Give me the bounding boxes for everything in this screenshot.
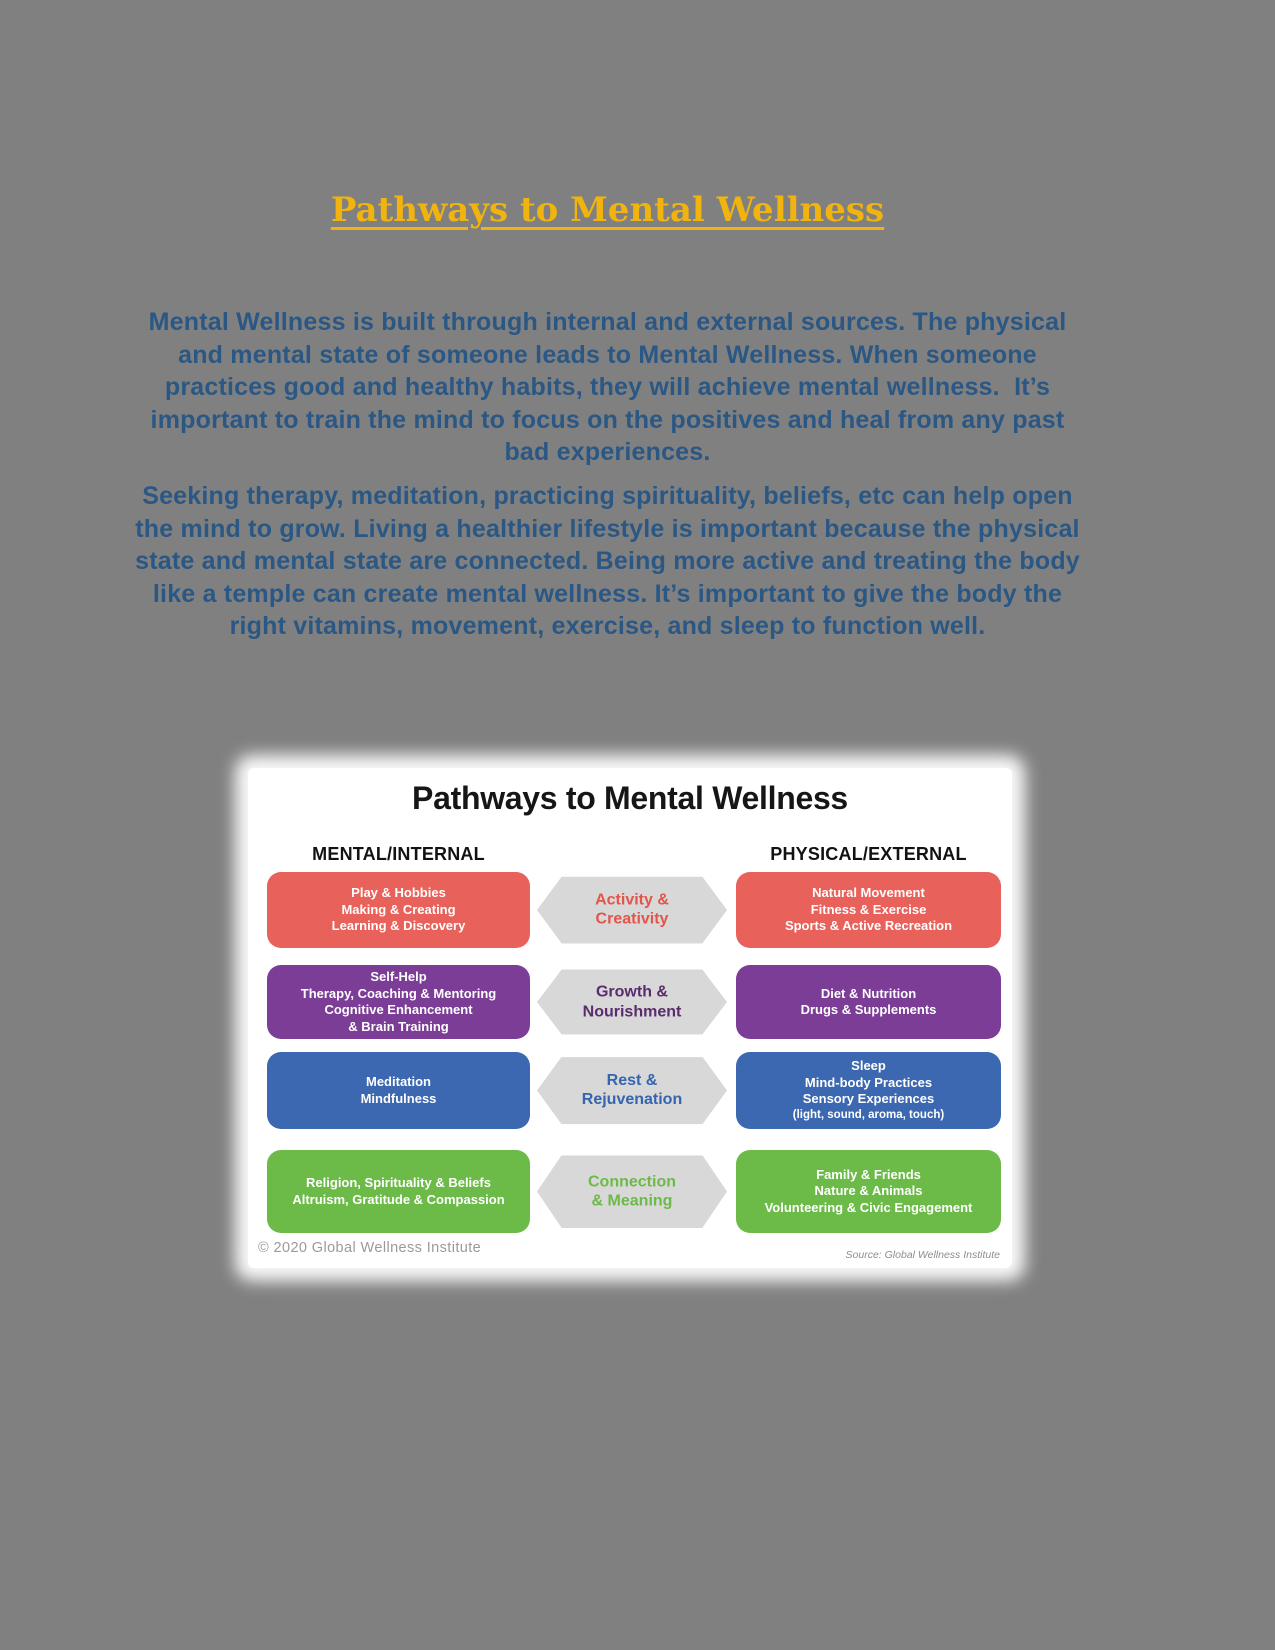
mental-box-religion-spirituality: Religion, Spirituality & Beliefs Altruis… xyxy=(267,1150,530,1233)
box-line: Making & Creating xyxy=(341,901,456,917)
box-line: Sleep xyxy=(851,1058,886,1074)
hexagon-connection-meaning: Connection & Meaning xyxy=(537,1154,727,1229)
hexagon-line: Rejuvenation xyxy=(581,1091,683,1109)
row-connection-meaning: Religion, Spirituality & Beliefs Altruis… xyxy=(267,1150,1001,1233)
hexagon-line: Rest & xyxy=(606,1072,658,1089)
intro-paragraph: Mental Wellness is built through interna… xyxy=(148,308,1074,466)
mental-box-meditation: Meditation Mindfulness xyxy=(267,1052,530,1129)
hexagon-line: Activity & xyxy=(595,891,669,909)
box-line: Natural Movement xyxy=(812,885,925,901)
row-activity-creativity: Play & Hobbies Making & Creating Learnin… xyxy=(267,872,1001,948)
box-line: Altruism, Gratitude & Compassion xyxy=(292,1191,505,1207)
box-line: Play & Hobbies xyxy=(351,885,446,901)
box-line: Diet & Nutrition xyxy=(820,985,917,1001)
box-line: Mindfulness xyxy=(360,1090,437,1106)
hexagon-label: Growth & Nourishment xyxy=(583,982,682,1021)
row-rest-rejuvenation: Meditation Mindfulness Rest & Rejuvenati… xyxy=(267,1052,1001,1129)
hexagon-line: & Meaning xyxy=(591,1192,673,1210)
box-line: Family & Friends xyxy=(816,1166,921,1182)
pathways-infographic-image: Pathways to Mental Wellness MENTAL/INTER… xyxy=(248,768,1012,1268)
box-line: Religion, Spirituality & Beliefs xyxy=(306,1175,491,1190)
box-line: Drugs & Supplements xyxy=(800,1002,937,1017)
box-line: Volunteering & Civic Engagement xyxy=(764,1199,973,1215)
physical-box-family-friends: Family & Friends Nature & Animals Volunt… xyxy=(736,1150,1001,1233)
hexagon-line: Creativity xyxy=(595,911,669,928)
box-line: Nature & Animals xyxy=(814,1183,923,1199)
column-header-physical-external: PHYSICAL/EXTERNAL xyxy=(770,844,967,864)
mental-box-self-help: Self-Help Therapy, Coaching & Mentoring … xyxy=(267,965,530,1039)
box-line: Therapy, Coaching & Mentoring xyxy=(300,985,497,1001)
mental-box-play-hobbies: Play & Hobbies Making & Creating Learnin… xyxy=(267,872,530,948)
box-line: Fitness & Exercise xyxy=(810,901,927,917)
column-header-mental-internal: MENTAL/INTERNAL xyxy=(312,844,485,864)
hexagon-growth-nourishment: Growth & Nourishment xyxy=(537,969,727,1035)
box-line: Self-Help xyxy=(370,969,427,984)
box-line: Cognitive Enhancement xyxy=(324,1002,473,1017)
hexagon-line: Nourishment xyxy=(582,1002,682,1020)
hexagon-label: Activity & Creativity xyxy=(595,891,669,930)
box-line: Sensory Experiences xyxy=(802,1091,935,1107)
physical-box-natural-movement: Natural Movement Fitness & Exercise Spor… xyxy=(736,872,1001,948)
hexagon-activity-creativity: Activity & Creativity xyxy=(537,876,727,944)
physical-box-diet-nutrition: Diet & Nutrition Drugs & Supplements xyxy=(736,965,1001,1039)
infographic-title: Pathways to Mental Wellness xyxy=(412,780,848,816)
physical-box-sleep: Sleep Mind-body Practices Sensory Experi… xyxy=(736,1052,1001,1129)
hexagon-label: Connection & Meaning xyxy=(588,1172,676,1211)
box-line: (light, sound, aroma, touch) xyxy=(792,1108,945,1121)
hexagon-rest-rejuvenation: Rest & Rejuvenation xyxy=(537,1056,727,1125)
box-line: Sports & Active Recreation xyxy=(784,918,953,934)
source-attribution-text: Source: Global Wellness Institute xyxy=(845,1249,1000,1261)
row-growth-nourishment: Self-Help Therapy, Coaching & Mentoring … xyxy=(267,965,1001,1039)
page-title: Pathways to Mental Wellness xyxy=(330,190,885,230)
box-line: & Brain Training xyxy=(348,1018,449,1034)
hexagon-label: Rest & Rejuvenation xyxy=(582,1071,682,1110)
body-paragraph: Seeking therapy, meditation, practicing … xyxy=(135,482,1088,640)
box-line: Learning & Discovery xyxy=(331,918,466,934)
hexagon-line: Connection xyxy=(588,1173,676,1190)
box-line: Meditation xyxy=(366,1074,431,1089)
hexagon-line: Growth & xyxy=(595,983,668,1001)
box-line: Mind-body Practices xyxy=(804,1074,933,1090)
copyright-text: © 2020 Global Wellness Institute xyxy=(258,1240,482,1256)
